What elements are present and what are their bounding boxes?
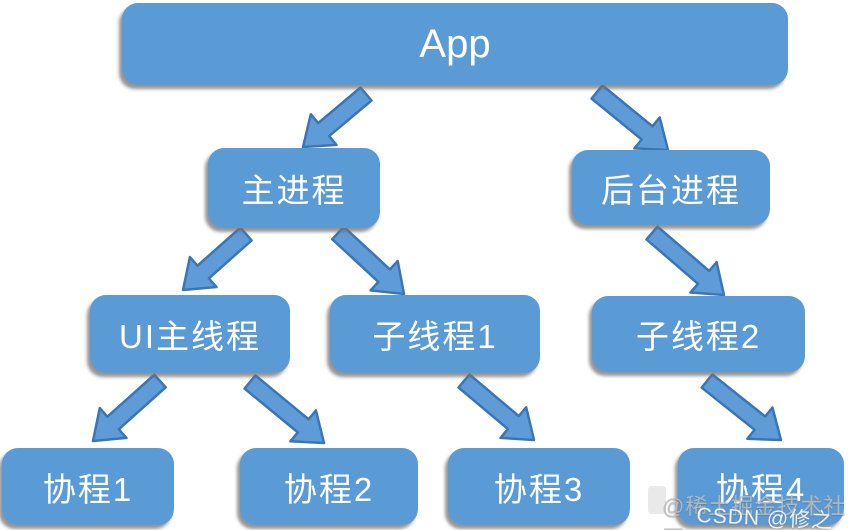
arrow-main-process-to-ui-main-thread	[181, 226, 253, 292]
node-coroutine-2-label: 协程2	[283, 470, 375, 508]
node-sub-thread-2: 子线程2	[592, 296, 805, 372]
node-coroutine-3: 协程3	[448, 448, 630, 525]
arrow-app-to-bg-process	[590, 84, 670, 152]
arrow-bg-process-to-sub-thread-2	[645, 225, 726, 297]
node-coroutine-1: 协程1	[2, 448, 174, 525]
node-app-label: App	[419, 21, 491, 66]
arrow-ui-main-thread-to-coroutine-2	[243, 374, 326, 445]
node-main-process-label: 主进程	[241, 172, 347, 209]
node-ui-main-thread: UI主线程	[90, 295, 290, 373]
watermark-avatar-box	[648, 486, 666, 514]
node-coroutine-1-label: 协程1	[42, 470, 134, 508]
node-bg-process: 后台进程	[572, 150, 770, 225]
node-coroutine-2: 协程2	[240, 448, 418, 525]
node-coroutine-4: 协程4	[678, 448, 844, 525]
node-bg-process-label: 后台进程	[601, 171, 741, 209]
node-sub-thread-2-label: 子线程2	[635, 318, 762, 355]
node-coroutine-4-label: 协程4	[715, 470, 807, 508]
node-ui-main-thread-label: UI主线程	[119, 318, 261, 355]
node-main-process: 主进程	[208, 148, 380, 228]
node-sub-thread-1: 子线程1	[330, 295, 540, 373]
arrow-ui-main-thread-to-coroutine-1	[91, 373, 167, 443]
node-app: App	[122, 3, 788, 85]
arrow-app-to-main-process	[301, 86, 373, 149]
node-coroutine-3-label: 协程3	[493, 470, 585, 508]
arrow-sub-thread-2-to-coroutine-4	[700, 373, 783, 442]
node-sub-thread-1-label: 子线程1	[372, 318, 498, 355]
arrow-main-process-to-sub-thread-1	[330, 225, 406, 296]
arrow-sub-thread-1-to-coroutine-3	[457, 373, 536, 442]
